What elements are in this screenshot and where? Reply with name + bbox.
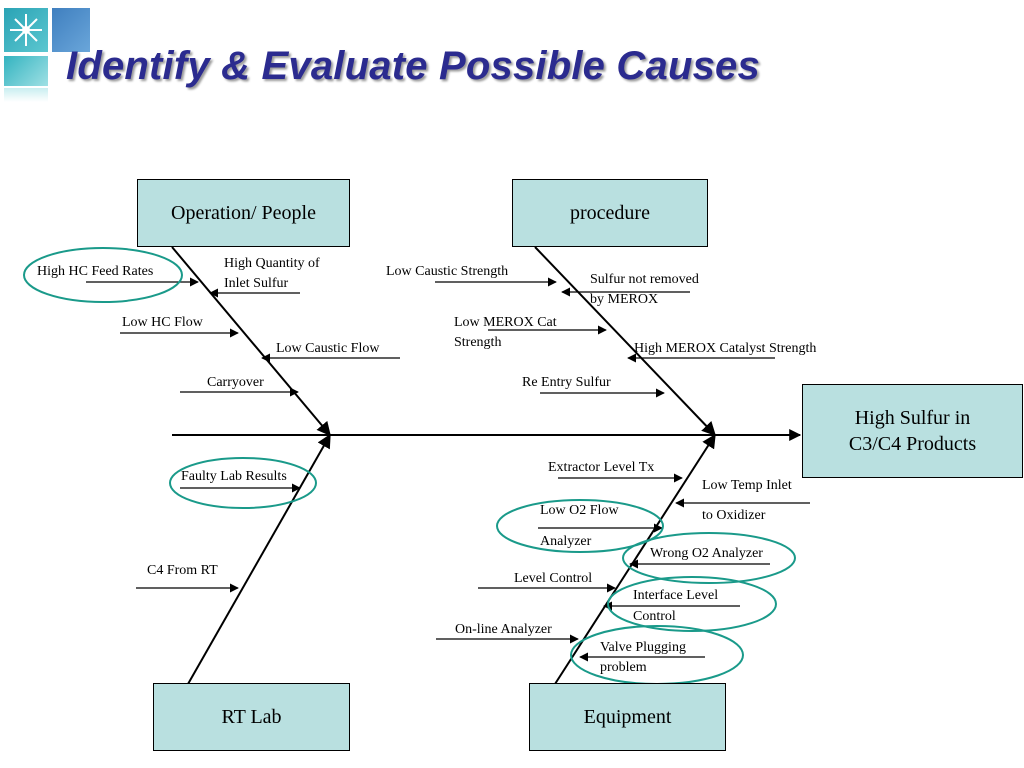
cause-extractor-level-tx: Extractor Level Tx <box>548 460 655 475</box>
effect-box: High Sulfur in C3/C4 Products <box>802 384 1023 478</box>
cause-low-merox-cat-line-2: Strength <box>454 335 502 350</box>
logo-square-bottom <box>4 56 48 86</box>
category-box-rt-lab: RT Lab <box>153 683 350 751</box>
highlight-low-o2-flow-analyzer <box>496 499 664 553</box>
category-label-operation-people: Operation/ People <box>171 202 316 224</box>
cause-interface-level-line-2: Control <box>633 609 676 624</box>
cause-high-quantity-line-1: High Quantity of <box>224 256 320 271</box>
cause-high-quantity-line-2: Inlet Sulfur <box>224 276 289 291</box>
cause-low-temp-inlet-line-2: to Oxidizer <box>702 508 766 523</box>
cause-carryover: Carryover <box>207 375 264 390</box>
category-label-equipment: Equipment <box>583 706 672 728</box>
highlight-faulty-lab-results <box>169 457 317 509</box>
logo-fade-strip <box>4 88 48 102</box>
category-label-procedure: procedure <box>570 202 650 224</box>
logo-star-icon <box>10 14 42 46</box>
cause-level-control: Level Control <box>514 571 593 586</box>
category-box-procedure: procedure <box>512 179 708 247</box>
cause-low-temp-inlet-line-1: Low Temp Inlet <box>702 478 792 493</box>
cause-low-caustic-flow: Low Caustic Flow <box>276 341 380 356</box>
cause-high-hc-feed-rates: High HC Feed Rates <box>37 264 154 279</box>
cause-c4-from-rt: C4 From RT <box>147 563 218 578</box>
cause-valve-plugging-line-1: Valve Plugging <box>600 640 686 655</box>
effect-line-1: High Sulfur in <box>854 407 971 429</box>
highlight-high-hc-feed-rates <box>23 247 183 303</box>
category-label-rt-lab: RT Lab <box>221 706 282 728</box>
cause-sulfur-not-removed-line-1: Sulfur not removed <box>590 272 699 287</box>
slide-title: Identify & Evaluate Possible Causes <box>66 44 760 88</box>
cause-low-hc-flow: Low HC Flow <box>122 315 203 330</box>
cause-valve-plugging-line-2: problem <box>600 660 647 675</box>
cause-low-o2-flow-line-1: Low O2 Flow <box>540 503 619 518</box>
effect-line-2: C3/C4 Products <box>848 433 977 455</box>
category-box-equipment: Equipment <box>529 683 726 751</box>
cause-re-entry-sulfur: Re Entry Sulfur <box>522 375 611 390</box>
category-box-operation-people: Operation/ People <box>137 179 350 247</box>
bone-rt-lab <box>187 433 331 685</box>
highlight-interface-level-control <box>607 576 777 632</box>
cause-high-merox-catalyst: High MEROX Catalyst Strength <box>634 341 817 356</box>
cause-low-caustic-strength: Low Caustic Strength <box>386 264 509 279</box>
cause-sulfur-not-removed-line-2: by MEROX <box>590 292 659 307</box>
cause-low-merox-cat-line-1: Low MEROX Cat <box>454 315 557 330</box>
cause-wrong-o2-analyzer: Wrong O2 Analyzer <box>650 546 763 561</box>
cause-low-o2-flow-line-2: Analyzer <box>540 534 592 549</box>
logo-square-top-right <box>52 8 90 52</box>
highlight-wrong-o2-analyzer <box>622 532 796 584</box>
cause-faulty-lab-results: Faulty Lab Results <box>181 469 287 484</box>
cause-online-analyzer: On-line Analyzer <box>455 622 552 637</box>
bone-procedure <box>534 246 716 437</box>
cause-interface-level-line-1: Interface Level <box>633 588 719 603</box>
